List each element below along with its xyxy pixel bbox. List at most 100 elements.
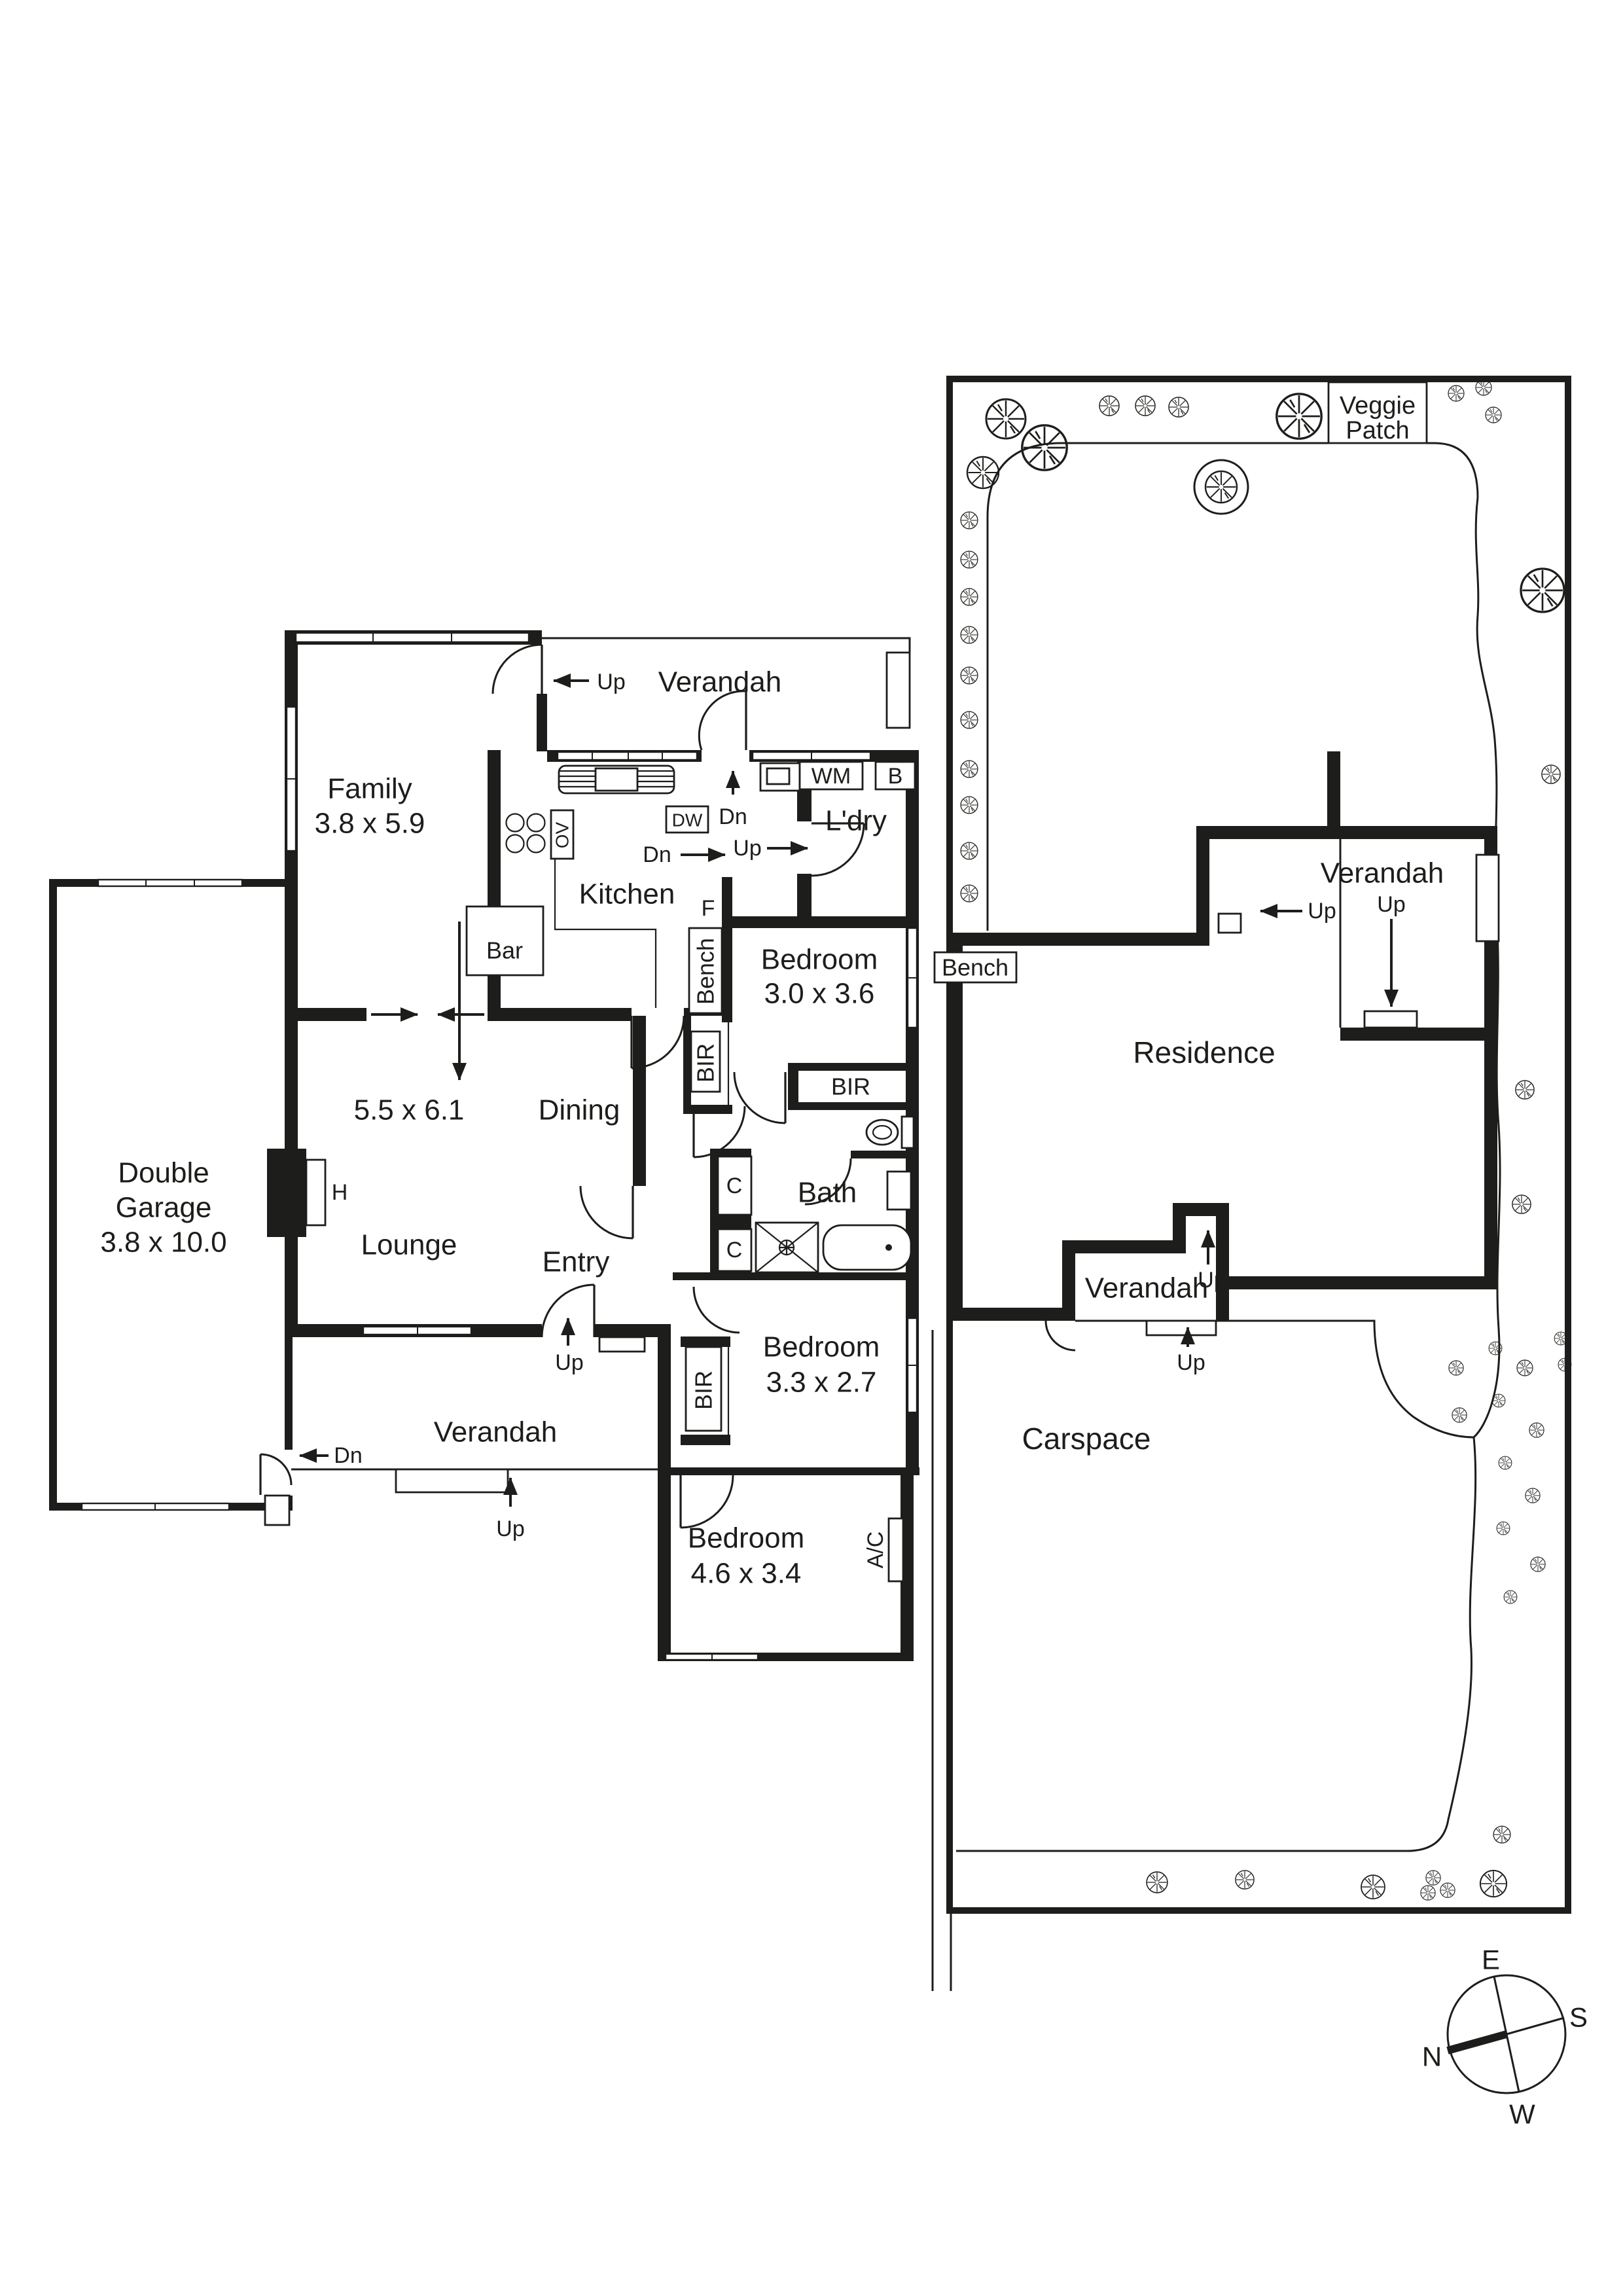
- door: [491, 643, 543, 694]
- wall-segment: [496, 1324, 542, 1337]
- compass-e-label: E: [1482, 1945, 1500, 1975]
- compass-s-label: S: [1569, 2002, 1588, 2033]
- door: [804, 1158, 852, 1206]
- up-label: Up: [597, 670, 625, 694]
- tree-icon: [1275, 393, 1323, 440]
- wall-segment: [49, 879, 57, 1511]
- tree-icon: [966, 456, 1000, 490]
- door: [811, 822, 865, 877]
- step: [264, 1494, 291, 1526]
- carspace-label: Carspace: [1022, 1422, 1151, 1456]
- verandah-roof-line: [542, 637, 911, 653]
- wall-segment: [285, 1337, 293, 1450]
- boundary-line: [946, 376, 1571, 1914]
- fixtures: OV DW WM B Bar Bench F BIR BIR BIR C C: [264, 761, 1018, 1583]
- bush-icon: [1235, 1870, 1255, 1890]
- laundry-bench: [933, 951, 1018, 984]
- bush-icon: [1525, 1488, 1541, 1503]
- washing-machine: [798, 761, 864, 791]
- window: [362, 1325, 473, 1336]
- bench-unit: [688, 927, 723, 1014]
- garage-window-bottom: [80, 1502, 230, 1511]
- wall-segment: [671, 1467, 919, 1475]
- garden-bed-line: [986, 442, 1329, 931]
- fence-segment: [1327, 751, 1340, 826]
- window: [556, 751, 698, 761]
- wall-segment: [788, 1102, 919, 1110]
- dishwasher-label: DW: [672, 810, 703, 831]
- dn-label: Dn: [334, 1443, 362, 1468]
- heater-label: H: [332, 1180, 348, 1205]
- bush-icon: [1529, 1422, 1544, 1438]
- wall-segment: [683, 1016, 691, 1113]
- wall-segment: [1484, 839, 1497, 856]
- step: [598, 1336, 646, 1353]
- bathtub: [822, 1224, 912, 1271]
- ac-unit: [887, 1517, 904, 1583]
- bush-icon: [1516, 1359, 1533, 1376]
- bench-label: Bench: [692, 938, 719, 1005]
- built-in-robe: [685, 1346, 722, 1432]
- basin-box-label: B: [888, 764, 903, 789]
- veggie-patch-box: [1327, 381, 1428, 444]
- kitchen-label: Kitchen: [579, 878, 675, 910]
- toilet: [865, 1115, 915, 1149]
- tree-icon: [1135, 395, 1156, 416]
- wall-segment: [681, 1435, 730, 1445]
- dn-label: Dn: [643, 842, 671, 867]
- doors: [259, 643, 865, 1529]
- verandah-label: Verandah: [1321, 857, 1444, 889]
- wall-segment: [633, 1016, 646, 1186]
- bush-icon: [1541, 764, 1561, 784]
- tree-icon: [1204, 470, 1238, 504]
- closet-label: C: [726, 1174, 743, 1198]
- closet: [717, 1155, 753, 1216]
- kitchen-sink: [558, 764, 675, 795]
- bush-icon: [1452, 1407, 1467, 1423]
- bush-icon: [1512, 1194, 1531, 1214]
- bush-icon: [960, 666, 978, 685]
- wall-segment: [1196, 826, 1209, 946]
- up-label: Up: [1377, 892, 1405, 917]
- wall-segment: [788, 1063, 919, 1071]
- wall-segment: [722, 877, 732, 1022]
- door: [679, 1475, 734, 1529]
- up-label: Up: [733, 836, 761, 861]
- bar-bench: [465, 905, 544, 977]
- oven-label: OV: [552, 821, 573, 848]
- wall-segment: [537, 694, 547, 751]
- veggie-patch: Veggie Patch: [1327, 381, 1428, 444]
- wall-segment: [658, 1324, 671, 1661]
- window: [285, 706, 297, 852]
- dn-label: Dn: [719, 804, 747, 829]
- wall-segment: [681, 1336, 730, 1347]
- verandah-pier: [1475, 853, 1500, 942]
- bir-label: BIR: [690, 1371, 717, 1410]
- door: [692, 1105, 746, 1158]
- bush-icon: [960, 796, 978, 814]
- bush-icon: [960, 626, 978, 644]
- bench-label: Bench: [942, 954, 1008, 981]
- laundry-trough: [759, 762, 801, 792]
- bedroom1-dims: 3.0 x 3.6: [764, 978, 875, 1010]
- entry-label: Entry: [543, 1246, 610, 1278]
- dining-label: Dining: [539, 1094, 620, 1126]
- carspace-edge-line: [1229, 1319, 1474, 1439]
- wall-segment: [851, 1151, 915, 1158]
- bush-icon: [960, 711, 978, 729]
- tree-icon: [1485, 406, 1502, 423]
- garage-window-top: [97, 878, 243, 888]
- living-dims: 5.5 x 6.1: [354, 1094, 465, 1126]
- bush-icon: [1491, 1393, 1506, 1408]
- residence: Residence Verandah Verandah Up Up Up Up: [950, 751, 1500, 1375]
- oven: [550, 809, 575, 860]
- bath-label: Bath: [798, 1177, 857, 1209]
- wall-segment: [950, 933, 963, 952]
- tree-icon: [1168, 397, 1189, 418]
- fridge-label: F: [702, 896, 715, 921]
- stove-cooktop: [505, 813, 546, 853]
- basin-box: [874, 761, 916, 791]
- wall-segment: [1229, 1276, 1497, 1289]
- door: [541, 1283, 596, 1338]
- garage-dims: 3.8 x 10.0: [100, 1227, 226, 1259]
